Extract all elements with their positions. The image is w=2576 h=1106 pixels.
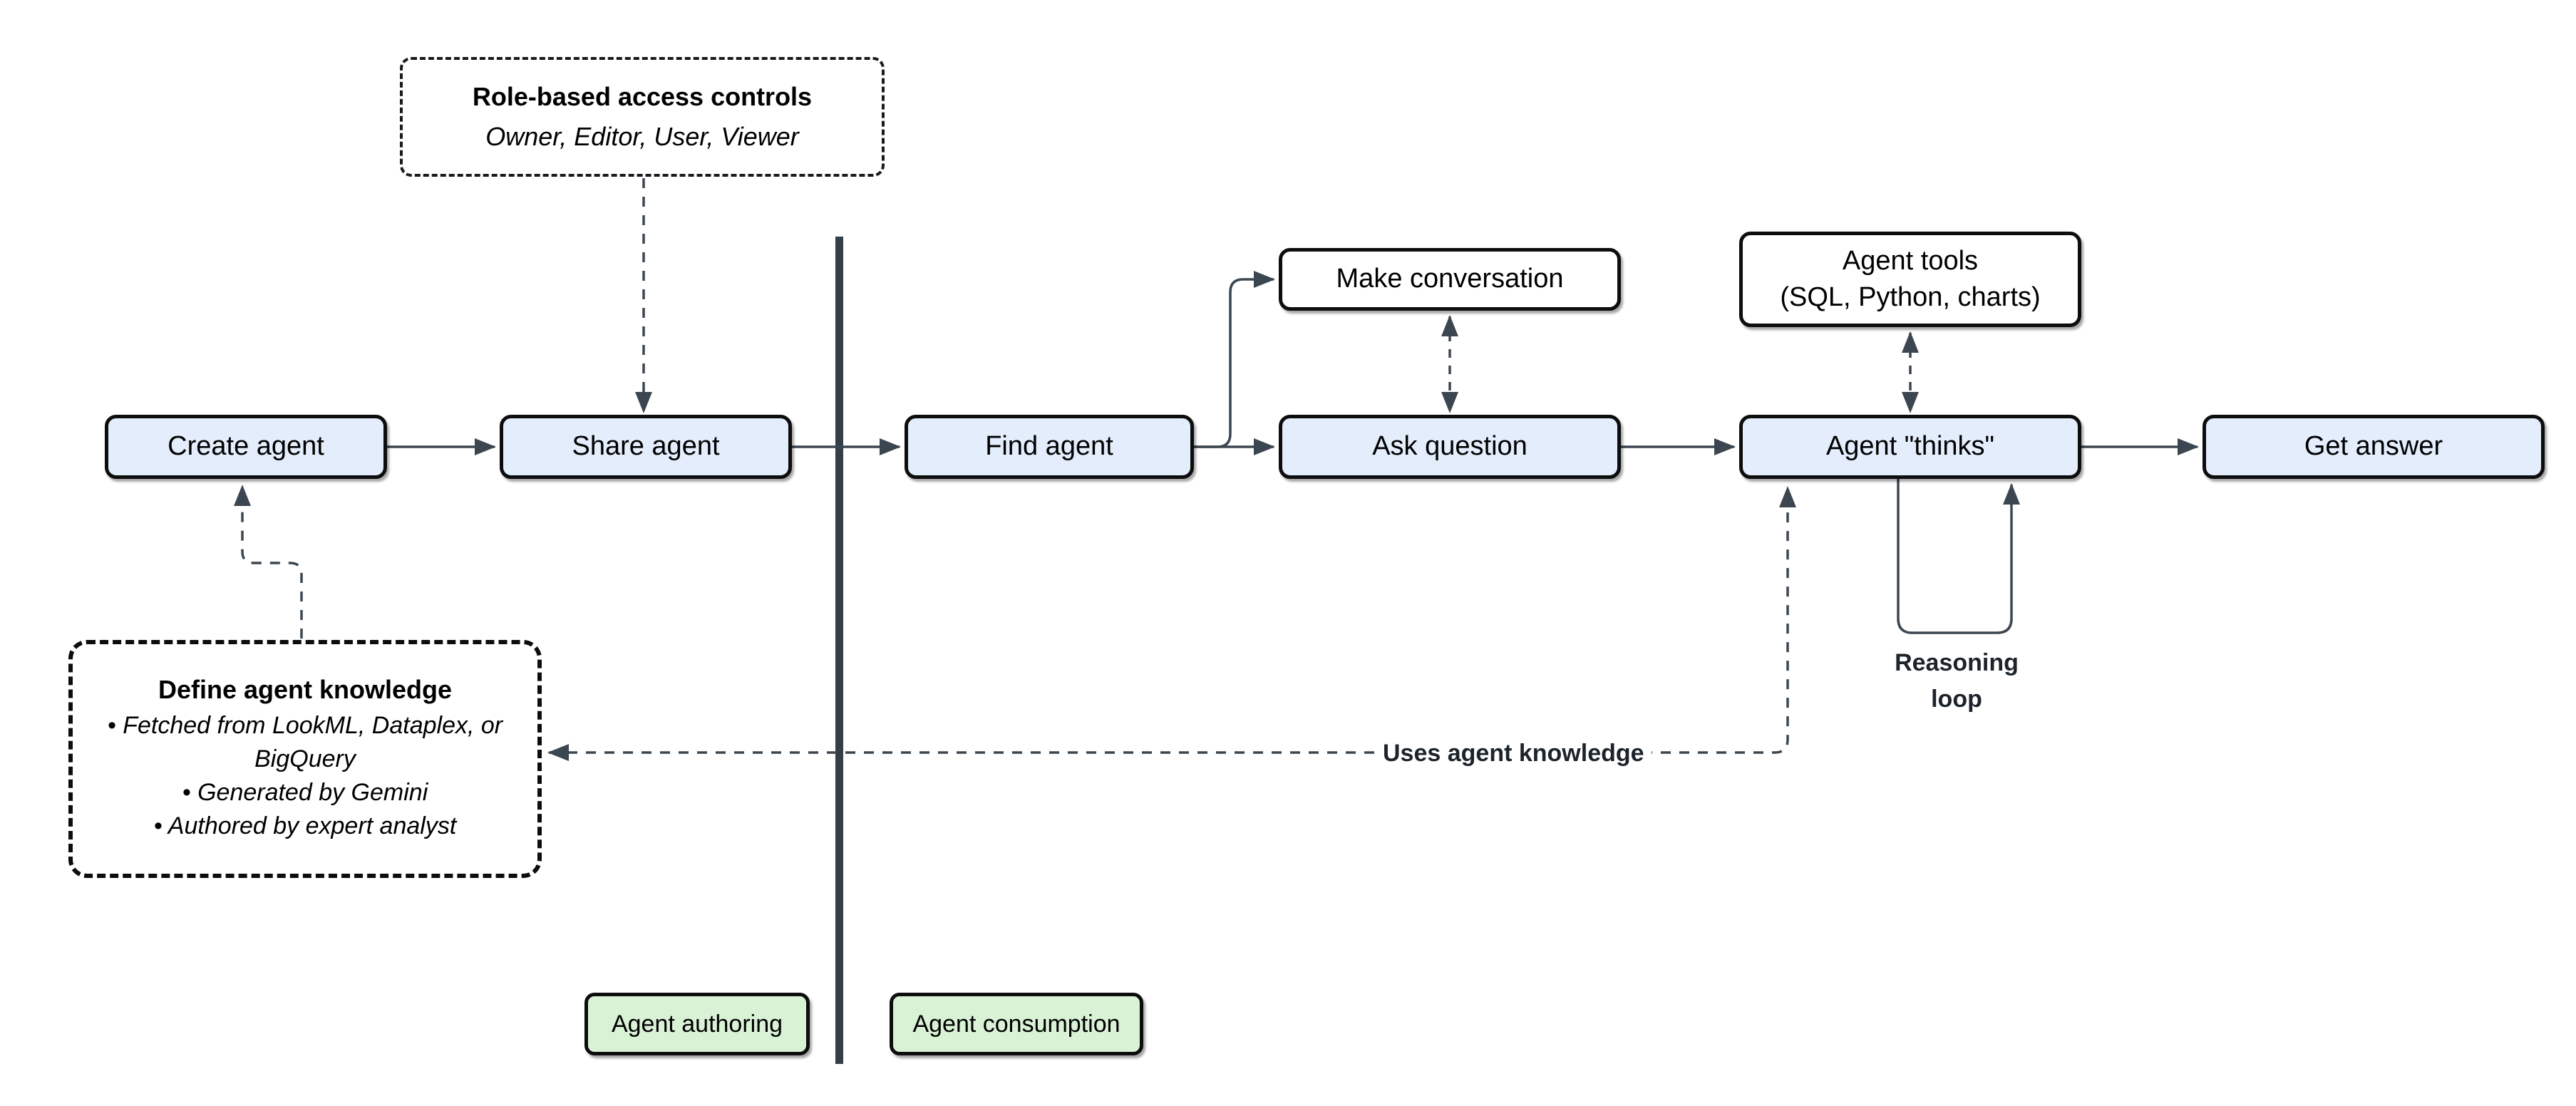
label-uses-agent-knowledge: Uses agent knowledge [1376, 735, 1652, 772]
node-agent-thinks: Agent "thinks" [1739, 415, 2081, 479]
node-get-answer: Get answer [2203, 415, 2545, 479]
node-agent-thinks-label: Agent "thinks" [1825, 431, 1995, 462]
knowledge-bullet-analyst: • Authored by expert analyst [153, 812, 457, 839]
connector-find-to-make-conversation [1194, 271, 1275, 448]
connector-knowledge-to-create [234, 485, 303, 639]
node-create-agent: Create agent [105, 415, 387, 479]
note-define-agent-knowledge-title: Define agent knowledge [158, 675, 453, 705]
note-define-agent-knowledge: Define agent knowledge • Fetched from Lo… [68, 640, 542, 878]
node-make-conversation: Make conversation [1279, 248, 1621, 311]
knowledge-bullet-gemini: • Generated by Gemini [182, 779, 428, 806]
node-agent-tools: Agent tools (SQL, Python, charts) [1739, 232, 2081, 327]
node-get-answer-label: Get answer [2304, 431, 2443, 462]
note-role-based-access-subtitle: Owner, Editor, User, Viewer [485, 122, 799, 151]
knowledge-bullet-sources: • Fetched from LookML, Dataplex, or BigQ… [107, 712, 503, 773]
zone-agent-consumption: Agent consumption [890, 993, 1143, 1055]
node-make-conversation-label: Make conversation [1336, 264, 1564, 294]
zone-agent-authoring-label: Agent authoring [611, 1010, 783, 1038]
note-role-based-access-title: Role-based access controls [472, 82, 813, 111]
node-share-agent-label: Share agent [572, 431, 720, 462]
zone-agent-consumption-label: Agent consumption [912, 1010, 1120, 1038]
node-find-agent-label: Find agent [985, 431, 1113, 462]
note-define-agent-knowledge-bullets: • Fetched from LookML, Dataplex, or BigQ… [91, 709, 519, 843]
zone-agent-authoring: Agent authoring [584, 993, 810, 1055]
node-ask-question-label: Ask question [1372, 431, 1527, 462]
note-role-based-access: Role-based access controls Owner, Editor… [400, 57, 885, 177]
node-agent-tools-label-line2: (SQL, Python, charts) [1780, 282, 2041, 312]
node-create-agent-label: Create agent [168, 431, 324, 462]
connector-uses-agent-knowledge [547, 486, 1796, 761]
node-share-agent: Share agent [500, 415, 792, 479]
node-find-agent: Find agent [905, 415, 1194, 479]
node-ask-question: Ask question [1279, 415, 1621, 479]
connector-reasoning-loop [1897, 479, 2020, 634]
node-agent-tools-label-line1: Agent tools [1842, 245, 1979, 276]
